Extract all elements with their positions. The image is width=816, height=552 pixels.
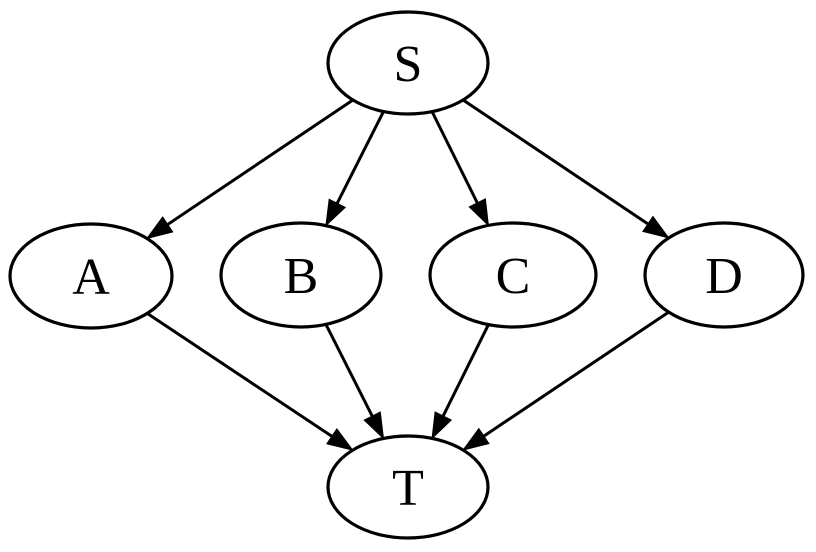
node-S-ellipse [326,10,490,116]
arrowhead-D-T [461,427,490,451]
node-A-label: A [72,249,110,306]
edge-line-C-T [440,323,490,421]
node-C: C [428,221,598,329]
arrowhead-S-D [642,215,670,239]
edge-S-A [145,98,354,240]
edge-line-B-T [324,323,376,421]
arrowhead-S-B [325,198,347,227]
node-S: S [326,10,490,116]
edge-A-T [146,312,354,451]
edge-D-T [461,310,670,451]
arrowhead-S-C [468,198,490,227]
node-D-ellipse [643,221,805,329]
node-B-ellipse [219,221,383,329]
edge-C-T [431,323,490,440]
edge-line-S-D [462,98,653,228]
arrowhead-B-T [363,411,385,440]
node-T-label: T [392,460,424,517]
node-B-label: B [284,248,319,305]
edge-S-C [430,110,490,227]
edge-S-B [325,110,385,227]
edge-S-D [462,98,670,239]
node-S-label: S [394,36,423,93]
node-A-ellipse [8,222,174,330]
edge-line-S-A [163,98,354,228]
node-D-label: D [705,248,743,305]
node-D: D [643,221,805,329]
arrowhead-A-T [326,427,354,451]
node-T-ellipse [326,434,490,540]
node-C-label: C [496,248,531,305]
node-A: A [8,222,174,330]
node-C-ellipse [428,221,598,329]
node-B: B [219,221,383,329]
node-T: T [326,434,490,540]
edge-line-D-T [479,310,670,440]
arrowhead-S-A [145,216,174,240]
edge-line-S-B [334,110,385,208]
edge-line-S-C [430,110,481,208]
arrowhead-C-T [431,411,453,440]
edge-line-A-T [146,312,337,440]
edge-B-T [324,323,385,440]
